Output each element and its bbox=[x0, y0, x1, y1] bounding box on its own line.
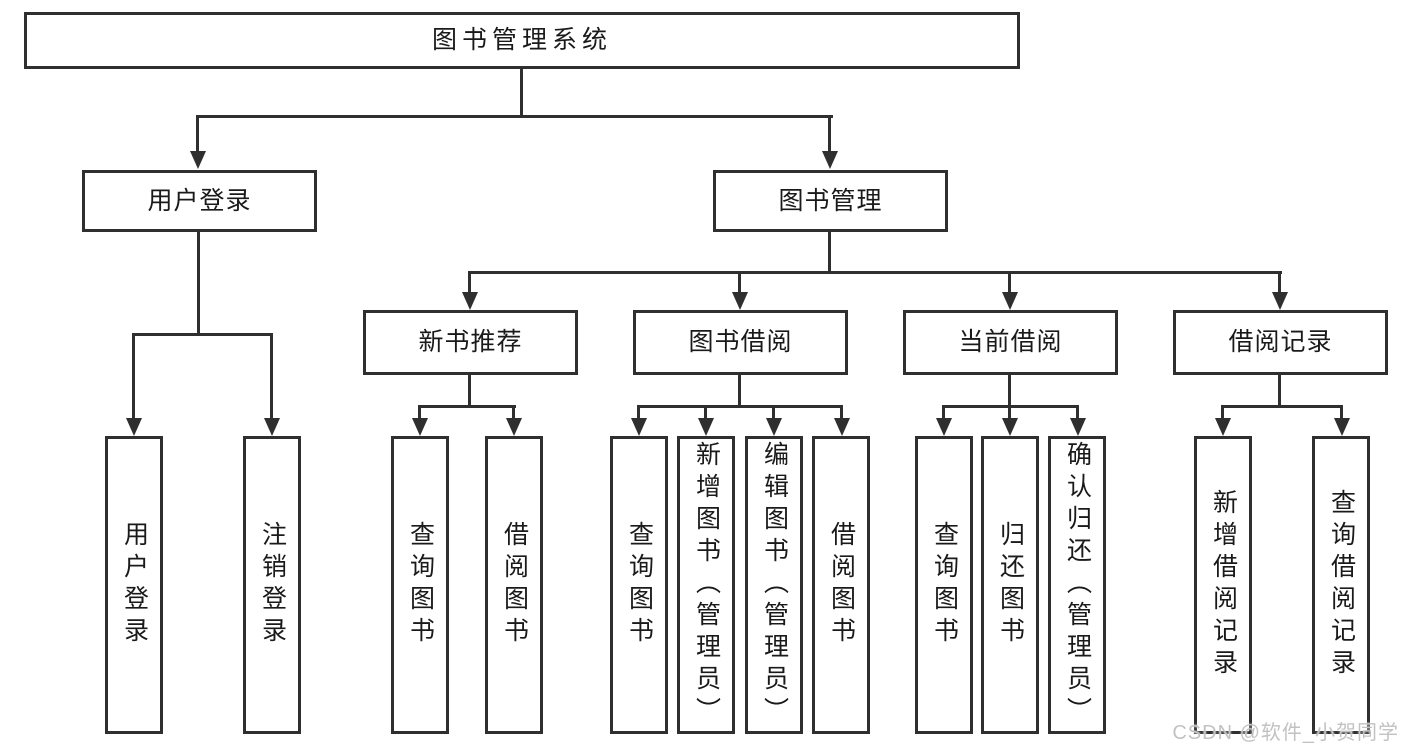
node-book-borrow-label: 图书借阅 bbox=[688, 328, 793, 356]
leaf-borrow-record-add: 新增借阅记录 bbox=[1194, 436, 1252, 734]
arrow-down-icon bbox=[1070, 418, 1086, 436]
leaf-borrow-record-query: 查询借阅记录 bbox=[1312, 436, 1370, 734]
leaf-new-books-query: 查询图书 bbox=[391, 436, 449, 734]
connector-line bbox=[512, 405, 515, 420]
node-user-login-label: 用户登录 bbox=[147, 186, 252, 215]
arrow-down-icon bbox=[412, 418, 428, 436]
leaf-label: 确认归还（管理员） bbox=[1063, 441, 1092, 729]
connector-line bbox=[942, 405, 945, 420]
connector-line bbox=[828, 232, 831, 273]
connector-line bbox=[840, 405, 843, 420]
connector-line bbox=[1221, 405, 1224, 420]
node-current-borrow: 当前借阅 bbox=[903, 310, 1118, 375]
arrow-down-icon bbox=[462, 292, 478, 310]
arrow-down-icon bbox=[1215, 418, 1231, 436]
leaf-label: 查询图书 bbox=[406, 521, 435, 649]
arrow-down-icon bbox=[631, 418, 647, 436]
leaf-label: 借阅图书 bbox=[827, 521, 856, 649]
connector-line bbox=[197, 232, 200, 335]
leaf-label: 查询借阅记录 bbox=[1327, 489, 1356, 681]
node-root-label: 图书管理系统 bbox=[431, 26, 612, 54]
node-current-borrow-label: 当前借阅 bbox=[958, 328, 1063, 356]
leaf-label: 归还图书 bbox=[996, 521, 1025, 649]
leaf-book-borrow-add: 新增图书（管理员） bbox=[677, 436, 735, 734]
connector-line bbox=[468, 271, 471, 295]
node-book-mgmt: 图书管理 bbox=[713, 170, 948, 232]
leaf-current-borrow-confirm: 确认归还（管理员） bbox=[1048, 436, 1106, 734]
arrow-down-icon bbox=[698, 418, 714, 436]
leaf-book-borrow-borrow: 借阅图书 bbox=[812, 436, 870, 734]
leaf-current-borrow-query: 查询图书 bbox=[915, 436, 973, 734]
arrow-down-icon bbox=[190, 151, 206, 169]
arrow-down-icon bbox=[1002, 292, 1018, 310]
connector-line bbox=[637, 405, 640, 420]
connector-line bbox=[1340, 405, 1343, 420]
connector-line bbox=[418, 405, 421, 420]
connector-line bbox=[738, 375, 741, 407]
connector-line bbox=[1221, 405, 1343, 408]
leaf-label: 借阅图书 bbox=[500, 521, 529, 649]
node-borrow-record-label: 借阅记录 bbox=[1228, 328, 1333, 356]
leaf-user-login-login: 用户登录 bbox=[105, 436, 163, 734]
connector-line bbox=[418, 405, 516, 408]
connector-line bbox=[1008, 405, 1011, 420]
connector-line bbox=[1008, 271, 1011, 295]
arrow-down-icon bbox=[834, 418, 850, 436]
leaf-label: 注销登录 bbox=[258, 521, 287, 649]
leaf-new-books-borrow: 借阅图书 bbox=[485, 436, 543, 734]
leaf-book-borrow-edit: 编辑图书（管理员） bbox=[745, 436, 803, 734]
arrow-down-icon bbox=[732, 292, 748, 310]
leaf-book-borrow-query: 查询图书 bbox=[610, 436, 668, 734]
connector-line bbox=[772, 405, 775, 420]
leaf-label: 编辑图书（管理员） bbox=[760, 441, 789, 729]
connector-line bbox=[637, 405, 843, 408]
connector-line bbox=[1008, 375, 1011, 407]
leaf-label: 新增借阅记录 bbox=[1209, 489, 1238, 681]
node-root: 图书管理系统 bbox=[24, 12, 1020, 69]
connector-line bbox=[132, 333, 273, 336]
node-book-mgmt-label: 图书管理 bbox=[778, 186, 883, 215]
node-borrow-record: 借阅记录 bbox=[1173, 310, 1388, 375]
connector-line bbox=[1076, 405, 1079, 420]
connector-line bbox=[132, 333, 135, 418]
arrow-down-icon bbox=[1002, 418, 1018, 436]
leaf-label: 新增图书（管理员） bbox=[692, 441, 721, 729]
arrow-down-icon bbox=[126, 418, 142, 436]
node-book-borrow: 图书借阅 bbox=[633, 310, 848, 375]
arrow-down-icon bbox=[1334, 418, 1350, 436]
arrow-down-icon bbox=[936, 418, 952, 436]
node-new-books: 新书推荐 bbox=[363, 310, 578, 375]
arrow-down-icon bbox=[264, 418, 280, 436]
connector-line bbox=[828, 115, 831, 153]
connector-line bbox=[468, 375, 471, 407]
connector-line bbox=[468, 271, 1282, 274]
node-user-login: 用户登录 bbox=[82, 170, 317, 232]
connector-line bbox=[1278, 271, 1281, 295]
arrow-down-icon bbox=[766, 418, 782, 436]
connector-line bbox=[196, 115, 199, 153]
leaf-label: 用户登录 bbox=[120, 521, 149, 649]
leaf-current-borrow-return: 归还图书 bbox=[981, 436, 1039, 734]
connector-line bbox=[520, 67, 523, 116]
node-new-books-label: 新书推荐 bbox=[418, 328, 523, 356]
connector-line bbox=[738, 271, 741, 295]
connector-line bbox=[270, 333, 273, 418]
connector-line bbox=[1278, 375, 1281, 407]
arrow-down-icon bbox=[822, 151, 838, 169]
leaf-user-login-logout: 注销登录 bbox=[243, 436, 301, 734]
connector-line bbox=[196, 115, 833, 118]
leaf-label: 查询图书 bbox=[930, 521, 959, 649]
connector-line bbox=[704, 405, 707, 420]
arrow-down-icon bbox=[506, 418, 522, 436]
arrow-down-icon bbox=[1272, 292, 1288, 310]
leaf-label: 查询图书 bbox=[625, 521, 654, 649]
